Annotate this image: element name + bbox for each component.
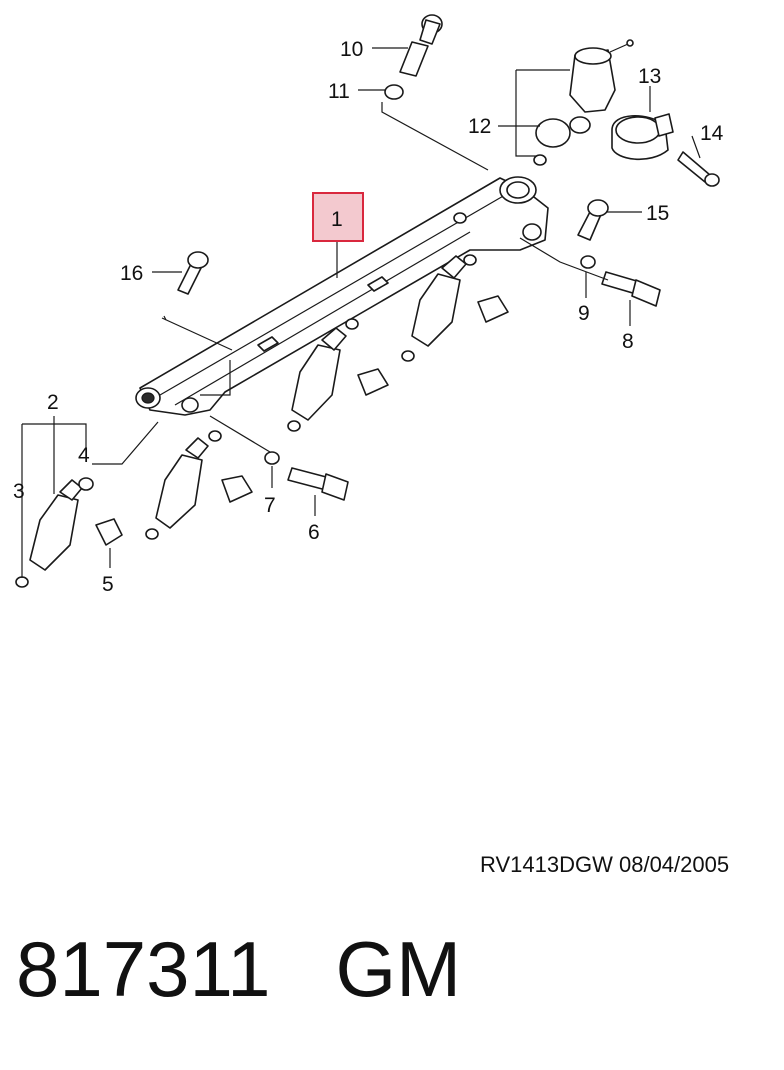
sensor-valve-6 — [287, 467, 349, 501]
callout-14: 14 — [700, 122, 724, 145]
seal-ring-4 — [78, 477, 94, 491]
callout-16: 16 — [120, 262, 143, 285]
callout-5: 5 — [102, 573, 114, 596]
callout-10: 10 — [340, 38, 363, 61]
callout-6: 6 — [308, 521, 320, 544]
regulator-clamp — [611, 113, 674, 161]
callout-7: 7 — [264, 494, 276, 517]
callout-4: 4 — [78, 444, 90, 467]
highlight-box — [312, 192, 364, 242]
reference-code: RV1413DGW 08/04/2005 — [480, 852, 730, 877]
callout-9: 9 — [578, 302, 590, 325]
fuel-injector-3 — [287, 318, 389, 432]
clamp-screw — [677, 151, 720, 187]
sensor-valve-8 — [601, 271, 661, 307]
leader-lines — [21, 47, 701, 578]
fuel-injector-2 — [145, 430, 253, 540]
top-fitting — [384, 14, 443, 100]
callout-8: 8 — [622, 330, 634, 353]
callout-2: 2 — [47, 391, 59, 414]
callout-15: 15 — [646, 202, 669, 225]
pressure-regulator — [533, 39, 634, 166]
callout-1: 1 — [331, 208, 343, 231]
part-number: 817311 GM — [16, 925, 462, 1013]
mounting-bolt-right — [577, 199, 609, 241]
callout-12: 12 — [468, 115, 491, 138]
mounting-bolt-left — [177, 251, 209, 295]
seal-ring-7 — [264, 451, 280, 465]
callout-11: 11 — [328, 80, 350, 103]
callout-13: 13 — [638, 65, 661, 88]
fuel-injector-1 — [15, 479, 123, 588]
fuel-rail — [135, 176, 549, 416]
seal-ring-9 — [580, 255, 596, 269]
callout-3: 3 — [13, 480, 25, 503]
fuel-injector-4 — [401, 254, 509, 362]
